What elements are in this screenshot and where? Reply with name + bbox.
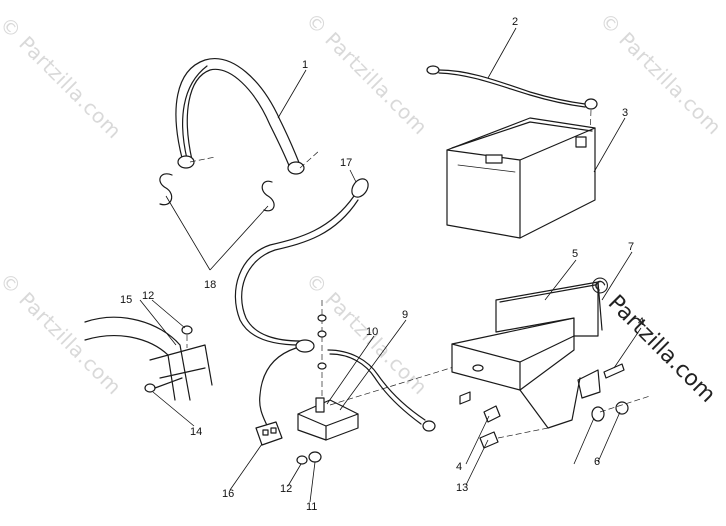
callout-5: 5 [572,248,578,260]
terminal-block [255,421,283,446]
frame-tubes [84,316,213,401]
starter-solenoid [297,300,359,441]
callout-labels: 1 2 3 4 4 5 6 7 8 9 10 11 12 12 13 14 15… [120,16,644,513]
battery-cable [426,65,598,141]
callout-7: 7 [628,241,634,253]
solenoid-cable [327,349,471,432]
callout-4: 4 [638,316,644,328]
callout-10: 10 [366,326,378,338]
leader-lines [139,27,642,503]
battery-tray [451,281,599,429]
callout-15: 15 [120,294,132,306]
s-hooks [159,173,275,212]
rubber-strap [175,58,321,175]
callout-1: 1 [302,59,308,71]
callout-17: 17 [340,157,352,169]
callout-9: 9 [402,309,408,321]
callout-6: 6 [594,456,600,468]
callout-18-label: 18 [203,279,218,291]
callout-11: 11 [306,501,317,513]
callout-4: 4 [456,461,462,473]
callout-12: 12 [280,483,292,495]
callout-13: 13 [456,482,468,494]
callout-3: 3 [622,107,628,119]
strap-bracket [577,281,603,399]
starter-cable [234,178,369,429]
battery [446,117,596,239]
callout-2: 2 [512,16,518,28]
callout-16: 16 [222,488,234,500]
tray-hardware [479,363,651,449]
nut-washer [296,451,322,465]
callout-14: 14 [190,426,202,438]
callout-12: 12 [142,290,154,302]
